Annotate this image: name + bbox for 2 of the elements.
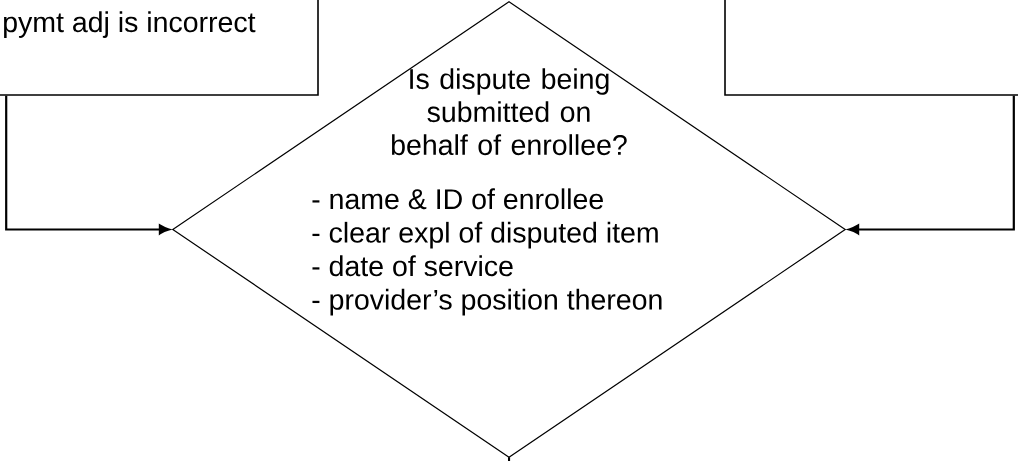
process-box: pymt adj is incorrect: [0, 0, 319, 96]
process-box: [724, 0, 1018, 96]
